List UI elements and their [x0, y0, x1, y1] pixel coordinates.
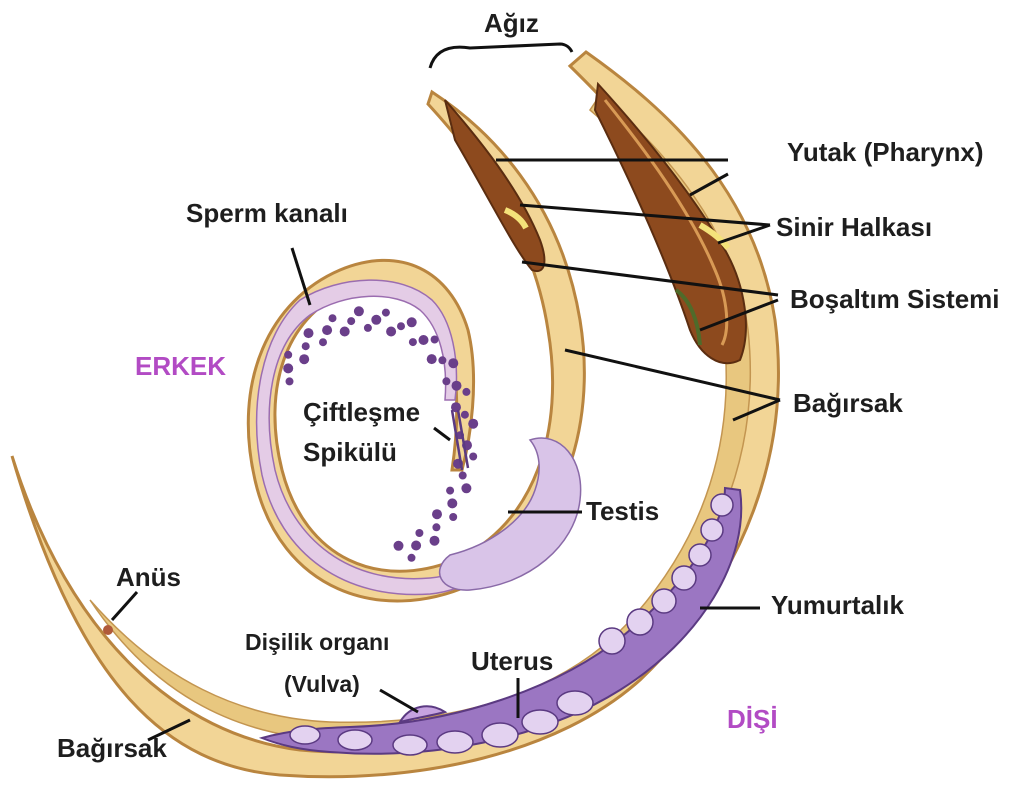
egg-cell: [599, 628, 625, 654]
egg-cell: [711, 494, 733, 516]
sperm-cell: [397, 322, 405, 330]
sperm-cell: [415, 529, 423, 537]
label-ovary: Yumurtalık: [771, 590, 904, 620]
sperm-cell: [319, 338, 327, 346]
egg-cell: [652, 589, 676, 613]
sperm-cell: [304, 328, 314, 338]
egg-cell: [338, 730, 372, 750]
egg-cell: [627, 609, 653, 635]
sperm-cell: [419, 335, 429, 345]
sperm-cell: [461, 483, 471, 493]
sperm-cell: [442, 377, 450, 385]
egg-cell: [557, 691, 593, 715]
vulva-leader: [380, 690, 418, 712]
sperm-cell: [371, 315, 381, 325]
sperm-cell: [299, 354, 309, 364]
label-nerve-ring: Sinir Halkası: [776, 212, 932, 242]
sperm-cell: [427, 354, 437, 364]
sperm-cell: [438, 356, 446, 364]
sperm-cell: [409, 338, 417, 346]
label-male: ERKEK: [135, 351, 226, 381]
sperm-cell: [452, 381, 462, 391]
sperm-cell: [446, 487, 454, 495]
sperm-cell: [283, 363, 293, 373]
sperm-cell: [432, 509, 442, 519]
sperm-cell: [407, 317, 417, 327]
label-intestine-right: Bağırsak: [793, 388, 903, 418]
label-intestine-left: Bağırsak: [57, 733, 167, 763]
egg-cell: [672, 566, 696, 590]
sperm-cell: [302, 342, 310, 350]
sperm-cell: [411, 541, 421, 551]
anus-leader: [112, 592, 137, 620]
sperm-cell: [354, 306, 364, 316]
egg-cell: [701, 519, 723, 541]
sperm-cell: [430, 536, 440, 546]
label-uterus: Uterus: [471, 646, 553, 676]
male-pharynx: [445, 100, 544, 271]
sperm-cell: [462, 388, 470, 396]
label-testis: Testis: [586, 496, 659, 526]
sperm-cell: [459, 472, 467, 480]
male-worm: [248, 92, 584, 601]
sperm-cell: [382, 309, 390, 317]
label-anus: Anüs: [116, 562, 181, 592]
egg-cell: [437, 731, 473, 753]
sperm-cell: [408, 554, 416, 562]
label-vulva-line1: Dişilik organı: [245, 629, 389, 655]
labels: Ağız Yutak (Pharynx) Sinir Halkası Boşal…: [57, 8, 1000, 763]
egg-cell: [482, 723, 518, 747]
sperm-cell: [449, 513, 457, 521]
sperm-cell: [394, 541, 404, 551]
label-pharynx: Yutak (Pharynx): [787, 137, 984, 167]
label-mouth: Ağız: [484, 8, 539, 38]
sperm-cell: [469, 453, 477, 461]
egg-cell: [689, 544, 711, 566]
sperm-cell: [386, 327, 396, 337]
sperm-cell: [364, 324, 372, 332]
label-sperm-duct: Sperm kanalı: [186, 198, 348, 228]
sperm-cell: [447, 498, 457, 508]
sperm-cell: [284, 351, 292, 359]
sperm-cell: [448, 358, 458, 368]
label-spicule-line2: Spikülü: [303, 437, 397, 467]
sperm-cell: [329, 314, 337, 322]
spicule-leader: [434, 428, 450, 440]
label-spicule-line1: Çiftleşme: [303, 397, 420, 427]
sperm-cell: [322, 325, 332, 335]
sperm-cell: [347, 317, 355, 325]
sperm-cell: [340, 327, 350, 337]
egg-cell: [290, 726, 320, 744]
label-female: DİŞİ: [727, 704, 778, 734]
label-excretory-system: Boşaltım Sistemi: [790, 284, 1000, 314]
sperm-cell: [431, 336, 439, 344]
egg-cell: [522, 710, 558, 734]
mouth-bracket: [430, 44, 572, 68]
label-vulva-line2: (Vulva): [284, 671, 360, 697]
sperm-cell: [468, 419, 478, 429]
sperm-cell: [286, 377, 294, 385]
egg-cell: [393, 735, 427, 755]
female-anus: [103, 625, 113, 635]
sperm-cell: [432, 523, 440, 531]
sperm-cell: [461, 411, 469, 419]
